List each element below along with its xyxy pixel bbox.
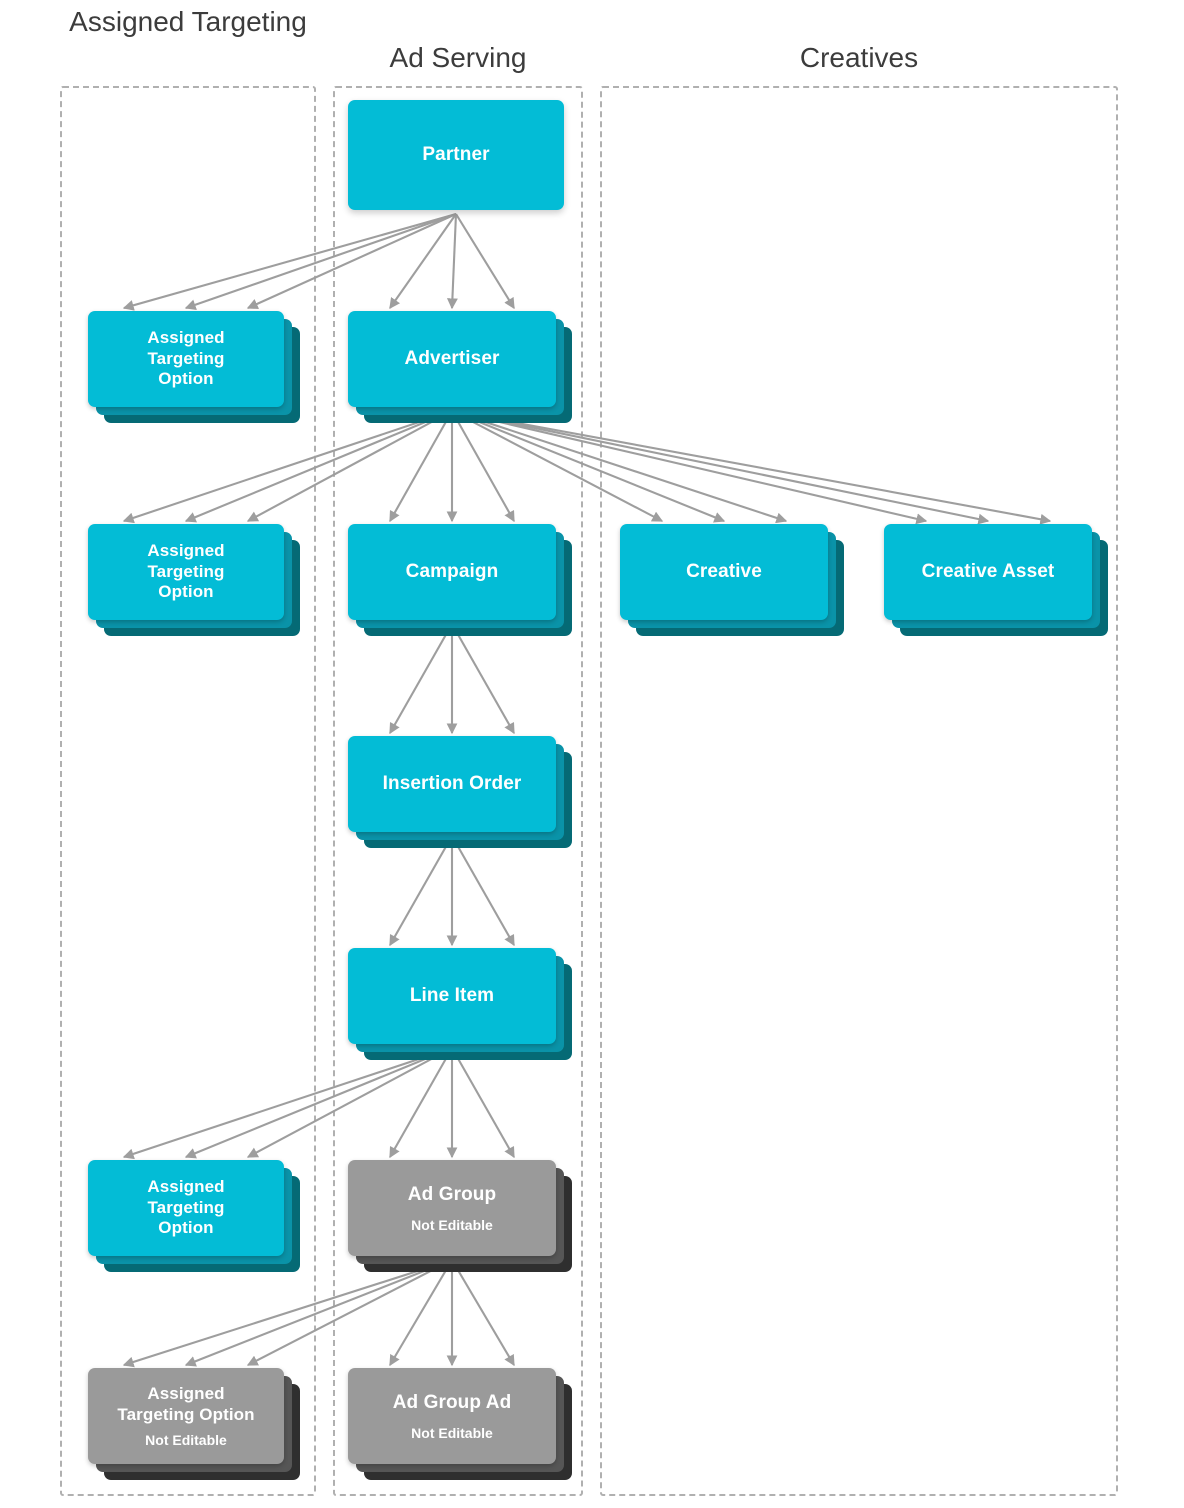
lane-creatives [600, 86, 1118, 1496]
node-face: Line Item [348, 948, 556, 1044]
node-face: Insertion Order [348, 736, 556, 832]
node-title: Campaign [405, 561, 499, 583]
node-title: Insertion Order [382, 773, 522, 795]
node-face: Advertiser [348, 311, 556, 407]
node-face: Creative [620, 524, 828, 620]
node-subtitle: Not Editable [411, 1216, 493, 1233]
column-header-ad-serving: Ad Serving [389, 42, 527, 73]
node-partner[interactable]: Partner [348, 100, 572, 216]
node-partner-face: Partner [348, 100, 564, 210]
node-campaign[interactable]: Campaign [348, 524, 580, 640]
node-subtitle: Not Editable [145, 1432, 227, 1449]
node-title: Assigned Targeting Option [147, 540, 225, 602]
node-title: Line Item [409, 985, 495, 1007]
node-creative[interactable]: Creative [620, 524, 852, 640]
node-title: Assigned Targeting Option [147, 1176, 225, 1238]
node-face: Ad Group Not Editable [348, 1160, 556, 1256]
node-creative-asset[interactable]: Creative Asset [884, 524, 1116, 640]
node-face: Assigned Targeting Option Not Editable [88, 1368, 284, 1464]
node-assigned-targeting-option-partner[interactable]: Assigned Targeting Option [88, 311, 304, 427]
node-face: Creative Asset [884, 524, 1092, 620]
node-line-item[interactable]: Line Item [348, 948, 580, 1064]
node-title: Ad Group [407, 1184, 497, 1206]
node-face: Campaign [348, 524, 556, 620]
node-assigned-targeting-option-advertiser[interactable]: Assigned Targeting Option [88, 524, 304, 640]
node-title: Creative [686, 561, 762, 583]
node-face: Ad Group Ad Not Editable [348, 1368, 556, 1464]
column-header-creatives: Creatives [799, 42, 919, 73]
node-partner-title: Partner [422, 144, 490, 166]
node-title: Creative Asset [921, 561, 1055, 583]
lane-assigned-targeting [60, 86, 316, 1496]
node-title: Assigned Targeting Option [117, 1383, 255, 1424]
node-assigned-targeting-option-ad-group[interactable]: Assigned Targeting Option Not Editable [88, 1368, 304, 1484]
column-header-assigned-targeting: Assigned Targeting [69, 6, 307, 37]
node-face: Assigned Targeting Option [88, 1160, 284, 1256]
node-title: Ad Group Ad [392, 1392, 512, 1414]
node-ad-group[interactable]: Ad Group Not Editable [348, 1160, 580, 1276]
node-insertion-order[interactable]: Insertion Order [348, 736, 580, 852]
node-subtitle: Not Editable [411, 1424, 493, 1441]
node-ad-group-ad[interactable]: Ad Group Ad Not Editable [348, 1368, 580, 1484]
lane-ad-serving [333, 86, 583, 1496]
node-title: Assigned Targeting Option [147, 327, 225, 389]
node-face: Assigned Targeting Option [88, 524, 284, 620]
node-face: Assigned Targeting Option [88, 311, 284, 407]
node-title: Advertiser [404, 348, 500, 370]
node-advertiser[interactable]: Advertiser [348, 311, 580, 427]
node-assigned-targeting-option-line-item[interactable]: Assigned Targeting Option [88, 1160, 304, 1276]
